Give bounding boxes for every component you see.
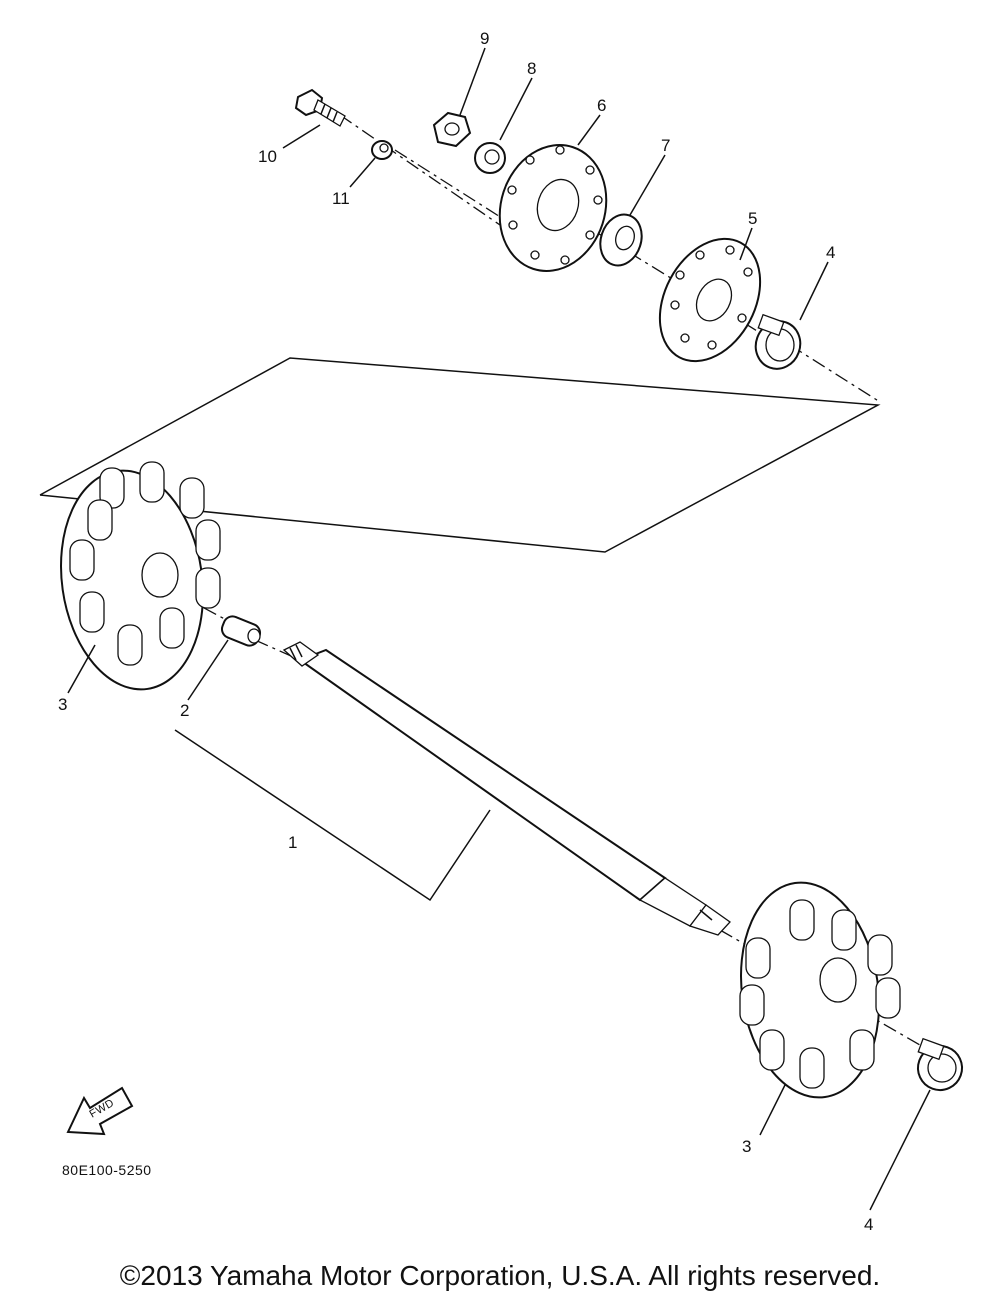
group-outline — [39, 357, 881, 553]
callout-3-left: 3 — [58, 695, 67, 714]
callout-4-bottom: 4 — [864, 1215, 873, 1234]
sprocket-part-right — [739, 881, 901, 1099]
flange-plate-part — [658, 237, 762, 363]
clamp-part-top — [754, 313, 802, 370]
spacer-bushing-part — [371, 140, 393, 160]
callout-7: 7 — [661, 136, 670, 155]
collar-part — [220, 615, 262, 647]
washer-part — [474, 142, 506, 174]
callout-8: 8 — [527, 59, 536, 78]
diagram-code: 80E100-5250 — [62, 1162, 152, 1178]
fwd-arrow-icon: FWD — [66, 1086, 134, 1136]
callout-1: 1 — [288, 833, 297, 852]
callout-3-right: 3 — [742, 1137, 751, 1156]
callout-2: 2 — [180, 701, 189, 720]
sprocket-part-left — [60, 461, 221, 691]
copyright-notice: ©2013 Yamaha Motor Corporation, U.S.A. A… — [119, 1260, 881, 1291]
bearing-part — [599, 213, 643, 267]
nut-part — [432, 111, 472, 148]
callout-5: 5 — [748, 209, 757, 228]
bolt-part — [294, 88, 346, 127]
callout-11: 11 — [332, 189, 350, 208]
callout-6: 6 — [597, 96, 606, 115]
drive-shaft-part — [282, 641, 731, 936]
leader-lines — [67, 47, 931, 1211]
callout-9: 9 — [480, 29, 489, 48]
clamp-part-bottom — [917, 1037, 963, 1091]
callout-labels: 9 8 6 7 5 4 10 11 3 2 1 3 4 — [58, 29, 873, 1234]
exploded-parts-diagram: 9 8 6 7 5 4 10 11 3 2 1 3 4 FWD 80E100-5… — [39, 29, 963, 1234]
callout-10: 10 — [258, 147, 277, 166]
callout-4-top: 4 — [826, 243, 835, 262]
bearing-housing-part — [498, 144, 608, 272]
